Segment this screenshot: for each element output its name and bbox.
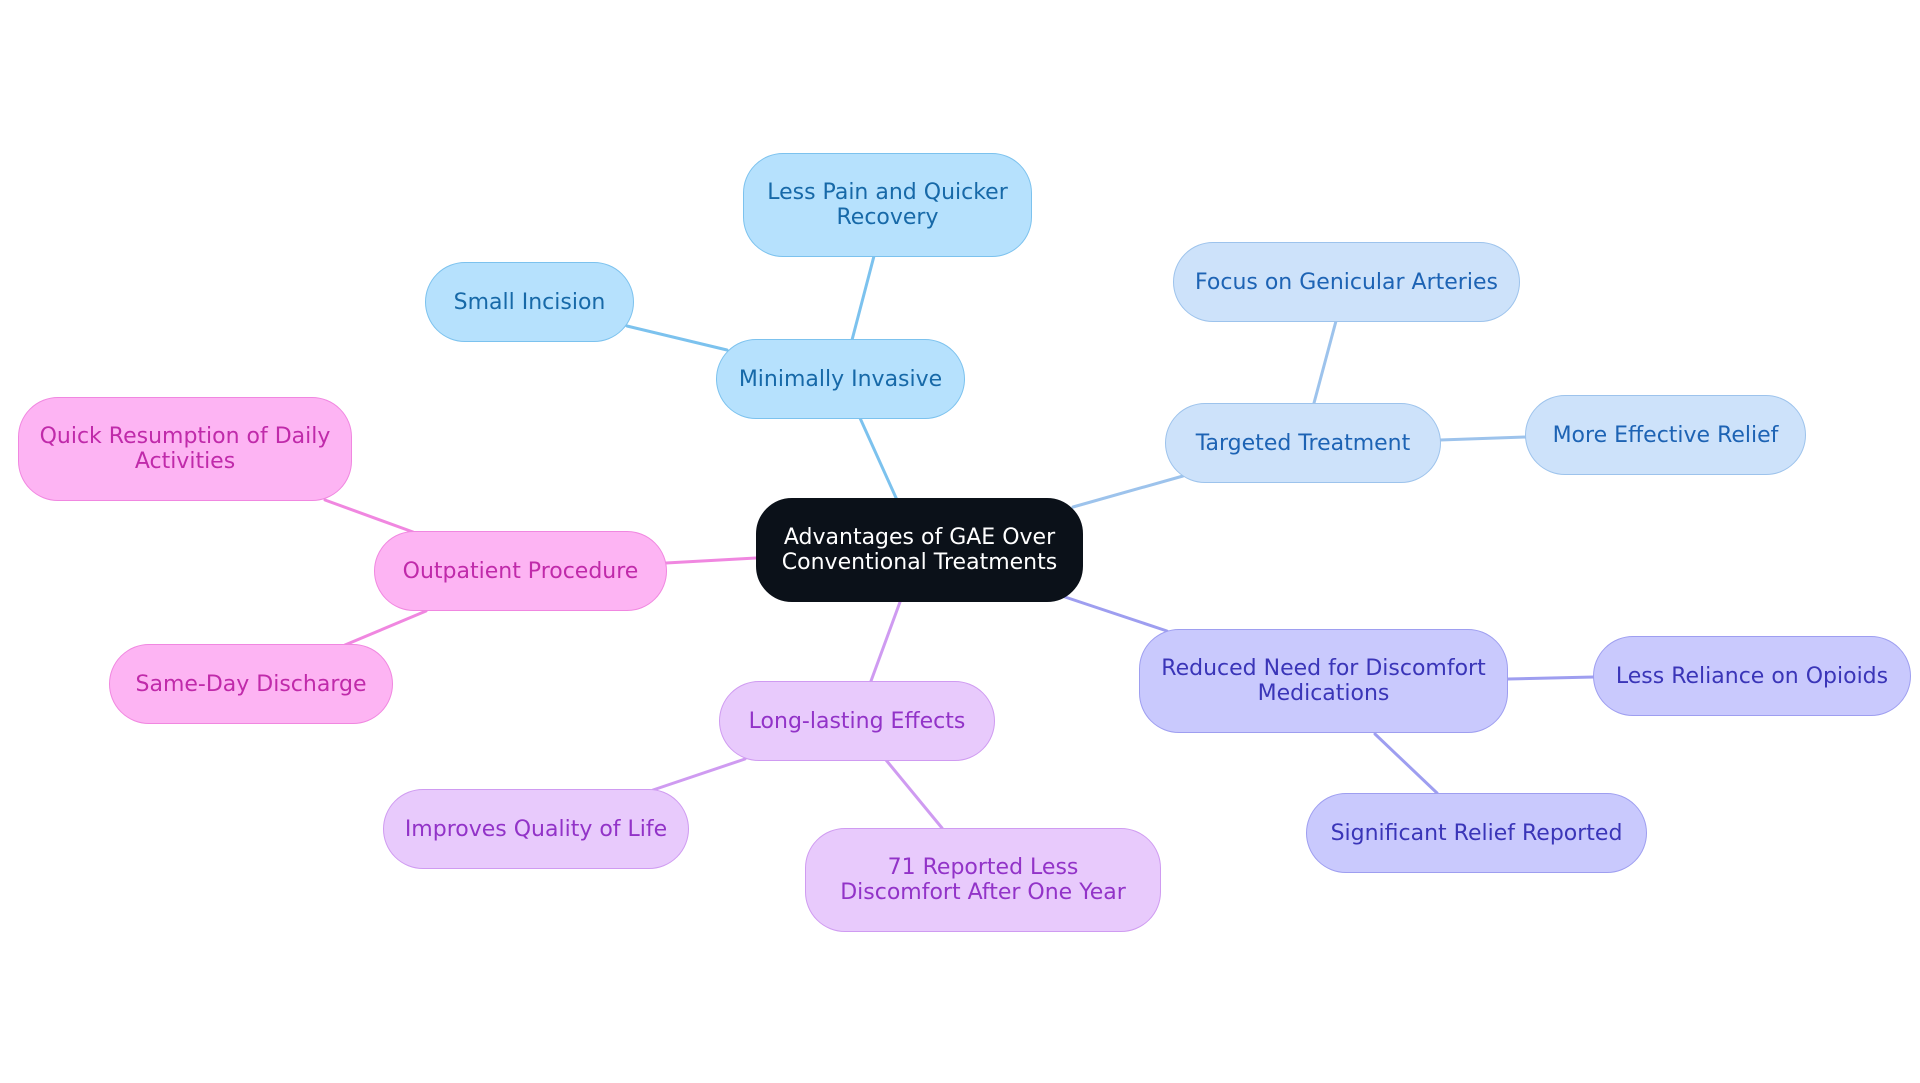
leaf-quick-resumption-of-daily-activities: Quick Resumption of Daily Activities: [18, 397, 352, 501]
branch-reduced-need-for-discomfort-medications: Reduced Need for Discomfort Medications: [1139, 629, 1508, 733]
branch-label: Targeted Treatment: [1195, 430, 1411, 456]
branch-targeted-treatment: Targeted Treatment: [1165, 403, 1441, 483]
leaf-label: Significant Relief Reported: [1330, 820, 1623, 846]
leaf-less-reliance-on-opioids: Less Reliance on Opioids: [1593, 636, 1911, 716]
edge-root-minimally-invasive: [858, 416, 899, 502]
leaf-label: 71 Reported Less Discomfort After One Ye…: [840, 855, 1126, 905]
root-label: Advantages of GAE Over Conventional Trea…: [781, 525, 1058, 575]
root-node: Advantages of GAE Over Conventional Trea…: [756, 498, 1083, 602]
edge-reduced-need-opioids: [1506, 675, 1596, 681]
edge-long-lasting-quality: [651, 757, 747, 792]
leaf-label: Quick Resumption of Daily Activities: [39, 424, 331, 474]
branch-label: Minimally Invasive: [738, 366, 943, 392]
edge-minimally-invasive-less-pain: [850, 254, 876, 342]
edge-root-targeted-treatment: [1071, 474, 1185, 509]
edge-root-outpatient: [664, 556, 758, 565]
leaf-focus-on-genicular-arteries: Focus on Genicular Arteries: [1173, 242, 1520, 322]
leaf-label: Same-Day Discharge: [135, 671, 367, 697]
edge-minimally-invasive-small-incision: [625, 324, 729, 352]
edge-outpatient-quick-resumption: [323, 498, 415, 534]
branch-minimally-invasive: Minimally Invasive: [716, 339, 965, 419]
branch-outpatient-procedure: Outpatient Procedure: [374, 531, 667, 611]
leaf-small-incision: Small Incision: [425, 262, 634, 342]
edge-root-long-lasting: [869, 600, 902, 683]
leaf-improves-quality-of-life: Improves Quality of Life: [383, 789, 689, 869]
edge-reduced-need-relief: [1373, 732, 1439, 795]
leaf-label: Improves Quality of Life: [404, 816, 668, 842]
edge-targeted-treatment-effective: [1438, 435, 1528, 442]
connector-lines: [323, 254, 1596, 830]
edge-root-reduced-need: [1063, 595, 1169, 633]
edge-targeted-treatment-genicular: [1312, 319, 1338, 405]
leaf-label: More Effective Relief: [1552, 422, 1779, 448]
leaf-less-pain-quicker-recovery: Less Pain and Quicker Recovery: [743, 153, 1032, 257]
branch-long-lasting-effects: Long-lasting Effects: [719, 681, 995, 761]
branch-label: Reduced Need for Discomfort Medications: [1161, 656, 1486, 706]
leaf-label: Focus on Genicular Arteries: [1195, 269, 1498, 295]
branch-label: Outpatient Procedure: [402, 558, 639, 584]
leaf-label: Less Reliance on Opioids: [1615, 663, 1889, 689]
edge-long-lasting-71: [884, 758, 944, 830]
leaf-significant-relief-reported: Significant Relief Reported: [1306, 793, 1647, 873]
leaf-same-day-discharge: Same-Day Discharge: [109, 644, 393, 724]
leaf-label: Small Incision: [453, 289, 606, 315]
leaf-71-reported-less-discomfort: 71 Reported Less Discomfort After One Ye…: [805, 828, 1161, 932]
leaf-more-effective-relief: More Effective Relief: [1525, 395, 1806, 475]
edge-outpatient-same-day: [343, 609, 428, 647]
leaf-label: Less Pain and Quicker Recovery: [767, 180, 1008, 230]
branch-label: Long-lasting Effects: [748, 708, 966, 734]
